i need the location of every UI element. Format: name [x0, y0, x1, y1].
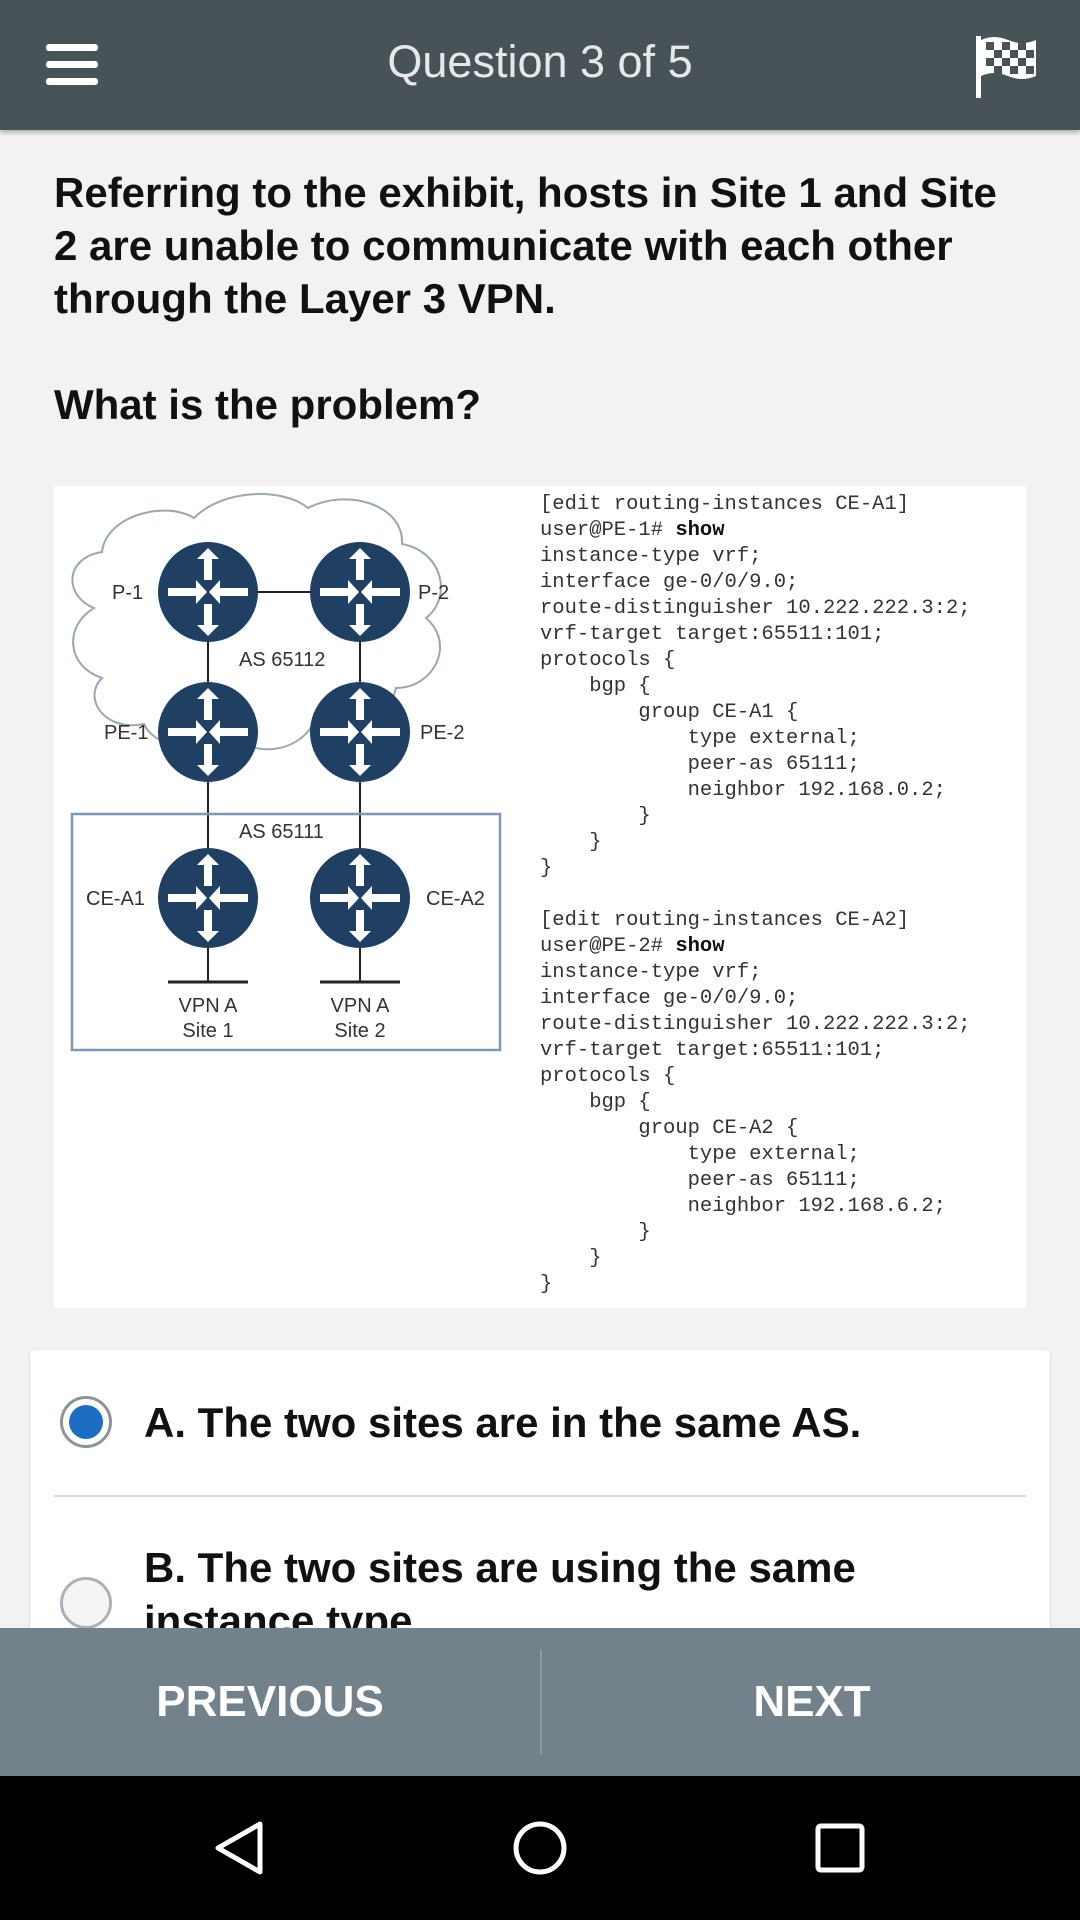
button-separator [540, 1650, 542, 1754]
config-line: group CE-A1 { [540, 701, 799, 724]
router-icon-ce-a1 [158, 848, 258, 948]
question-text: Referring to the exhibit, hosts in Site … [54, 166, 1024, 431]
config-command: show [675, 935, 725, 958]
router-icon-p1 [158, 542, 258, 642]
label-site2: Site 2 [334, 1020, 385, 1042]
label-site2-vpn: VPN A [331, 995, 391, 1017]
config-line: bgp { [540, 675, 651, 698]
label-pe1: PE-1 [104, 722, 148, 744]
router-icon-pe2 [310, 682, 410, 782]
answer-option-a[interactable]: A. The two sites are in the same AS. [30, 1350, 1050, 1495]
config-line: peer-as 65111; [540, 753, 860, 776]
answer-label-a: A. The two sites are in the same AS. [144, 1399, 862, 1446]
config-line: bgp { [540, 1091, 651, 1114]
label-ce-a1: CE-A1 [86, 888, 145, 910]
config-line: instance-type vrf; [540, 545, 762, 568]
router-icon-ce-a2 [310, 848, 410, 948]
bottom-action-bar: PREVIOUS NEXT [0, 1628, 1080, 1776]
config-prompt: user@PE-2# [540, 935, 676, 958]
config-line: type external; [540, 1143, 860, 1166]
network-diagram: P-1 P-2 PE-1 PE-2 AS 65112 AS 65111 CE-A… [70, 493, 502, 1052]
config-line: [edit routing-instances CE-A1] [540, 493, 910, 516]
config-line: } [540, 831, 602, 854]
label-site1: Site 1 [182, 1020, 233, 1042]
next-button[interactable]: NEXT [753, 1677, 871, 1726]
recents-square-icon[interactable] [810, 1818, 870, 1878]
config-line: interface ge-0/0/9.0; [540, 571, 799, 594]
config-line: type external; [540, 727, 860, 750]
label-as-65112: AS 65112 [239, 649, 325, 671]
label-ce-a2: CE-A2 [426, 888, 485, 910]
config-line: protocols { [540, 1065, 676, 1088]
config-line: } [540, 1273, 553, 1296]
label-site1-vpn: VPN A [179, 995, 239, 1017]
config-line: interface ge-0/0/9.0; [540, 987, 799, 1010]
config-line: neighbor 192.168.6.2; [540, 1195, 946, 1218]
config-line: [edit routing-instances CE-A2] [540, 909, 910, 932]
option-divider [54, 1495, 1026, 1497]
config-gap [540, 882, 971, 908]
config-line: protocols { [540, 649, 676, 672]
menu-icon[interactable] [46, 44, 98, 86]
config-line: neighbor 192.168.0.2; [540, 779, 946, 802]
label-pe2: PE-2 [420, 722, 464, 744]
radio-button-b[interactable] [60, 1577, 112, 1628]
config-command: show [675, 519, 725, 542]
system-navigation-bar [0, 1776, 1080, 1920]
config-line: route-distinguisher 10.222.222.3:2; [540, 597, 971, 620]
config-line: } [540, 857, 553, 880]
config-line: vrf-target target:65511:101; [540, 1039, 885, 1062]
config-line: peer-as 65111; [540, 1169, 860, 1192]
config-line: user@PE-2# show [540, 934, 971, 960]
config-line: route-distinguisher 10.222.222.3:2; [540, 1013, 971, 1036]
label-p1: P-1 [112, 582, 143, 604]
exhibit-image: P-1 P-2 PE-1 PE-2 AS 65112 AS 65111 CE-A… [54, 486, 1026, 1308]
config-listing: [edit routing-instances CE-A1]user@PE-1#… [540, 492, 971, 1298]
config-line: } [540, 1221, 651, 1244]
checkered-flag-icon[interactable] [972, 34, 1040, 100]
config-line: group CE-A2 { [540, 1117, 799, 1140]
top-app-bar: Question 3 of 5 [0, 0, 1080, 130]
router-icon-pe1 [158, 682, 258, 782]
config-line: vrf-target target:65511:101; [540, 623, 885, 646]
label-as-65111: AS 65111 [239, 821, 324, 843]
config-line: user@PE-1# show [540, 518, 971, 544]
config-line: } [540, 1247, 602, 1270]
radio-button-a[interactable] [60, 1396, 112, 1448]
config-line: instance-type vrf; [540, 961, 762, 984]
as-65111-box [70, 812, 502, 1052]
question-paragraph: Referring to the exhibit, hosts in Site … [54, 169, 997, 322]
config-prompt: user@PE-1# [540, 519, 676, 542]
label-p2: P-2 [418, 582, 449, 604]
router-icon-p2 [310, 542, 410, 642]
previous-button[interactable]: PREVIOUS [156, 1677, 384, 1726]
question-content[interactable]: Referring to the exhibit, hosts in Site … [0, 130, 1080, 1628]
home-circle-icon[interactable] [510, 1818, 570, 1878]
back-triangle-icon[interactable] [210, 1818, 270, 1878]
question-prompt: What is the problem? [54, 381, 482, 428]
question-counter: Question 3 of 5 [387, 36, 693, 87]
answer-options: A. The two sites are in the same AS. B. … [30, 1350, 1050, 1628]
config-line: } [540, 805, 651, 828]
answer-option-b[interactable]: B. The two sites are using the same inst… [30, 1497, 1050, 1628]
answer-label-b: B. The two sites are using the same inst… [144, 1544, 856, 1628]
